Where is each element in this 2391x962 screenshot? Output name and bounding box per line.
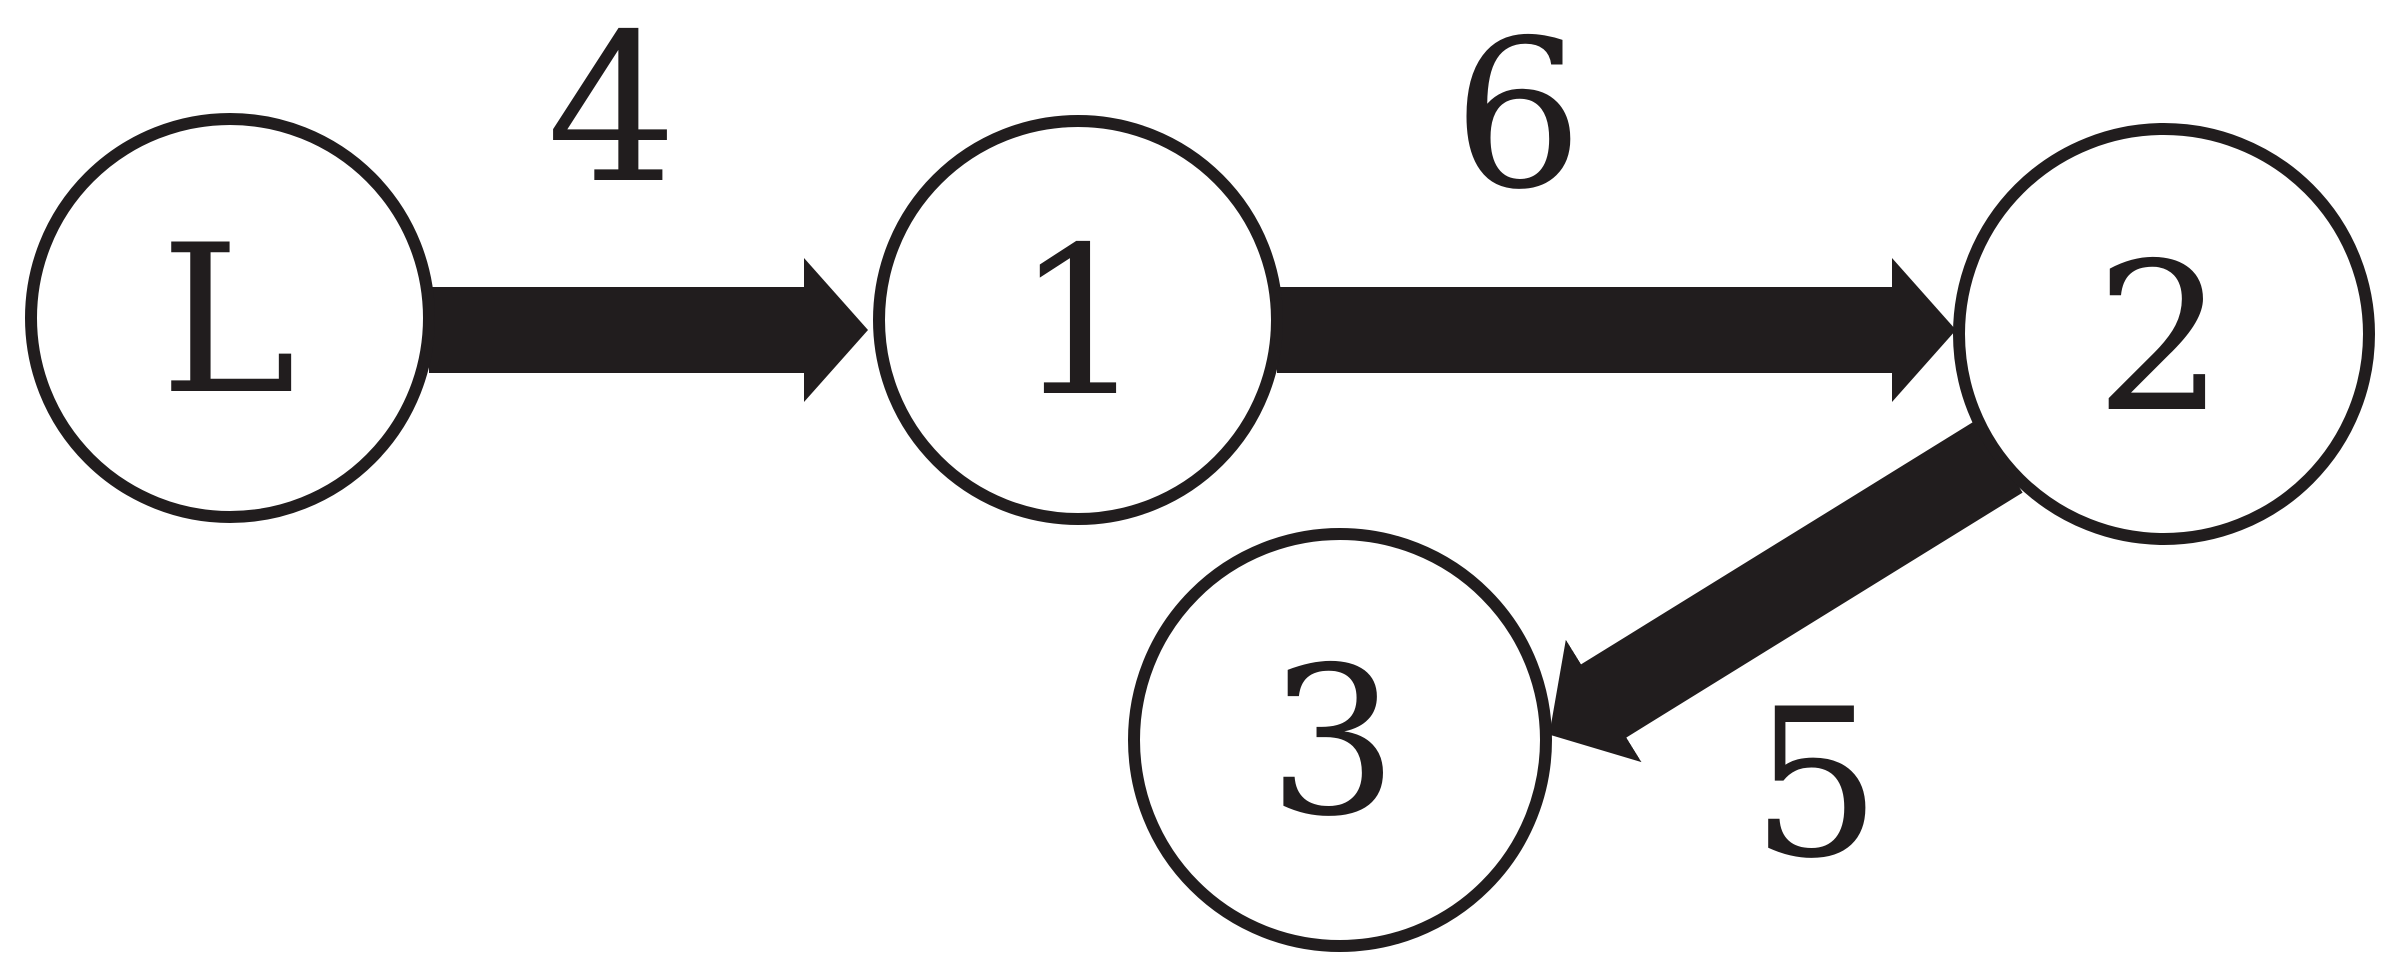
edge-2-3: 5 (1549, 419, 2023, 904)
edge-1-2-weight: 6 (1453, 0, 1583, 235)
node-2-circle (1953, 123, 2375, 545)
node-L-circle (25, 113, 435, 523)
edge-2-3-arrow (1549, 419, 2023, 763)
node-3: 3 (1128, 528, 1552, 952)
node-2-label: 2 (2095, 220, 2225, 458)
edge-2-3-weight: 5 (1751, 666, 1881, 904)
node-1-circle (873, 115, 1283, 525)
edge-L-1: 4 (429, 0, 868, 402)
node-1-label: 1 (1015, 204, 1145, 442)
node-3-circle (1128, 528, 1552, 952)
node-3-label: 3 (1268, 624, 1398, 862)
node-L-label: L (160, 202, 296, 440)
edge-L-1-weight: 4 (547, 0, 677, 229)
edge-1-2: 6 (1277, 0, 1956, 402)
node-2: 2 (1953, 123, 2375, 545)
node-1: 1 (873, 115, 1283, 525)
node-L: L (25, 113, 435, 523)
